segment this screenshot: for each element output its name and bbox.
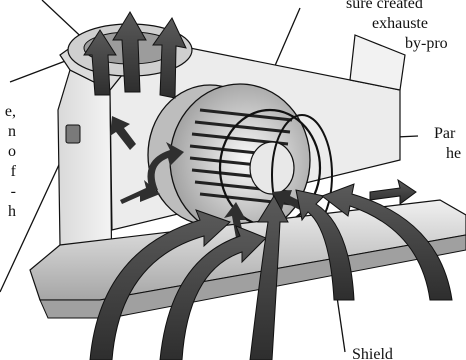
label-top-right-line-3: by-pro — [405, 34, 448, 54]
label-left-line-3: o — [0, 142, 16, 162]
label-left-line-2: n — [0, 122, 16, 142]
exhaust-arrows — [84, 12, 186, 98]
label-top-right-line-1: sure created — [346, 0, 423, 14]
label-top-right-line-2: exhauste — [372, 14, 428, 34]
label-left-line-1: e, — [0, 102, 16, 122]
label-left-line-4: f — [0, 162, 16, 182]
label-right-line-1: Par — [434, 124, 455, 144]
label-left-line-5: - — [0, 182, 16, 202]
label-right-line-2: he — [446, 144, 461, 164]
leader-line-upper-left — [10, 60, 68, 82]
label-bottom: Shield — [352, 345, 393, 360]
housing-right-flange — [350, 35, 405, 90]
label-left-line-6: h — [0, 202, 16, 222]
mounting-slot — [66, 125, 80, 143]
intake-arrow-6 — [370, 180, 416, 204]
